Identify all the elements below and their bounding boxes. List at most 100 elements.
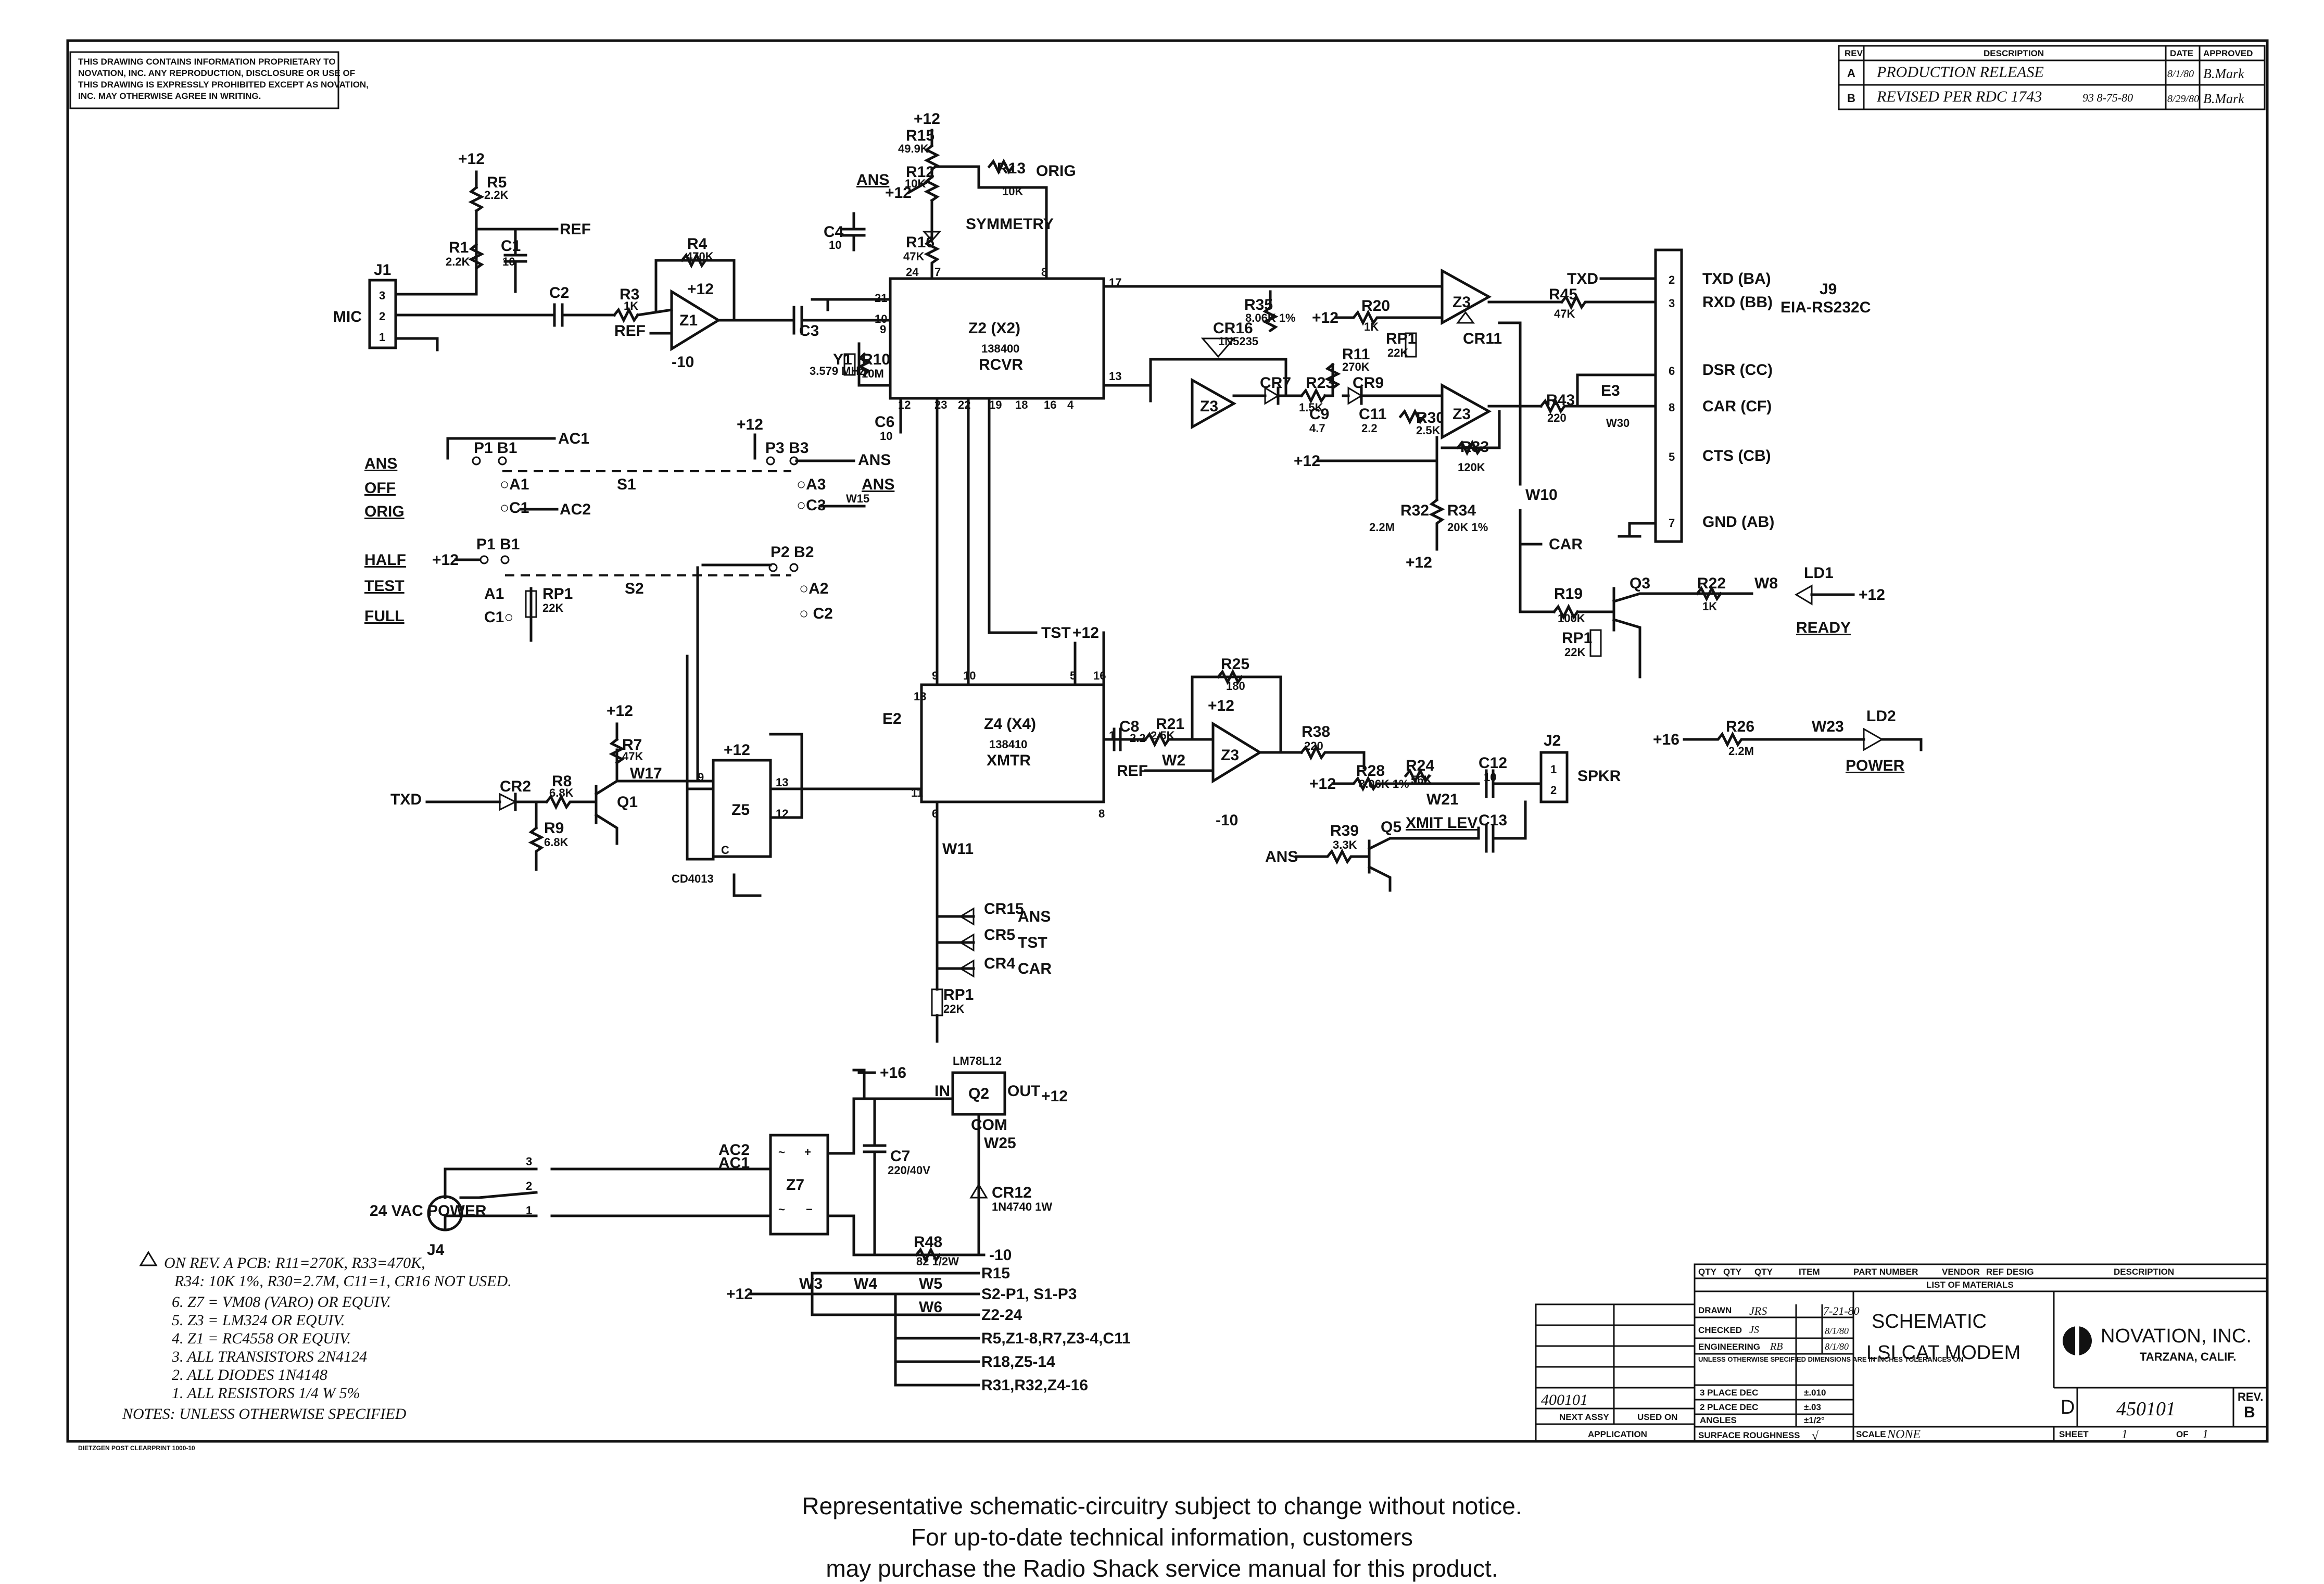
svg-text:LM78L12: LM78L12 <box>953 1054 1002 1067</box>
svg-text:○ C2: ○ C2 <box>799 605 833 622</box>
svg-text:NOVATION, INC. ANY REPRODUCTIO: NOVATION, INC. ANY REPRODUCTION, DISCLOS… <box>78 68 355 78</box>
svg-text:VENDOR: VENDOR <box>1942 1267 1980 1277</box>
svg-text:○A3: ○A3 <box>797 476 826 493</box>
svg-text:+12: +12 <box>1208 697 1234 714</box>
mic-input-section: J1 MIC 3 2 1 +12 R52.2K REF R12.2K C110 … <box>333 150 892 371</box>
svg-text:3: 3 <box>526 1155 532 1168</box>
svg-text:CR4: CR4 <box>984 955 1015 972</box>
svg-text:2: 2 <box>526 1179 532 1192</box>
svg-text:THIS DRAWING IS EXPRESSLY PROH: THIS DRAWING IS EXPRESSLY PROHIBITED EXC… <box>78 80 369 90</box>
svg-text:LD2: LD2 <box>1866 708 1896 725</box>
svg-text:ENGINEERING: ENGINEERING <box>1698 1342 1760 1352</box>
svg-text:C13: C13 <box>1479 812 1507 829</box>
svg-text:CR7: CR7 <box>1260 374 1291 392</box>
svg-text:270K: 270K <box>1342 360 1370 373</box>
svg-text:~: ~ <box>778 1146 785 1159</box>
svg-text:8/1/80: 8/1/80 <box>2167 68 2194 80</box>
svg-text:22K: 22K <box>1564 646 1585 659</box>
svg-text:E2: E2 <box>882 710 902 727</box>
svg-text:Z3: Z3 <box>1200 398 1218 415</box>
svg-text:SHEET: SHEET <box>2059 1429 2089 1439</box>
svg-text:+12: +12 <box>724 741 750 759</box>
svg-text:DRAWN: DRAWN <box>1698 1305 1732 1315</box>
svg-text:18: 18 <box>1015 398 1028 411</box>
svg-text:2 PLACE DEC: 2 PLACE DEC <box>1700 1402 1758 1412</box>
title-block: QTY QTY QTY ITEM PART NUMBER VENDOR REF … <box>1535 1263 2268 1443</box>
mode-switches: ANS OFF ORIG AC1 P1 B1 ○A1○C1 AC2 S1 +12… <box>364 416 894 642</box>
svg-text:R28: R28 <box>1356 762 1385 780</box>
z4-transmitter-chip <box>920 683 1105 803</box>
svg-text:220/40V: 220/40V <box>888 1164 930 1177</box>
svg-text:R45: R45 <box>1549 286 1577 303</box>
svg-text:R19: R19 <box>1554 585 1583 602</box>
svg-text:2.2K: 2.2K <box>484 188 509 202</box>
svg-text:R16: R16 <box>906 234 934 251</box>
svg-text:INC. MAY OTHERWISE AGREE IN WR: INC. MAY OTHERWISE AGREE IN WRITING. <box>78 91 261 101</box>
svg-text:R35: R35 <box>1244 296 1273 313</box>
svg-text:2.2M: 2.2M <box>1728 745 1754 758</box>
svg-text:R13: R13 <box>997 160 1026 177</box>
svg-text:RXD (BB): RXD (BB) <box>1702 294 1773 311</box>
z2-receiver-chip <box>889 277 1105 400</box>
svg-text:XMTR: XMTR <box>987 752 1031 769</box>
svg-text:ANS: ANS <box>364 455 397 472</box>
svg-text:W3: W3 <box>799 1275 823 1292</box>
svg-text:CAR: CAR <box>1549 536 1583 553</box>
svg-text:RCVR: RCVR <box>979 356 1023 373</box>
svg-text:-10: -10 <box>989 1247 1012 1264</box>
svg-text:ANS: ANS <box>1265 848 1298 865</box>
svg-text:R20: R20 <box>1361 297 1390 315</box>
svg-text:13: 13 <box>1109 370 1121 383</box>
svg-text:R15: R15 <box>981 1265 1010 1282</box>
svg-text:QTY: QTY <box>1723 1267 1742 1277</box>
svg-text:DATE: DATE <box>2170 48 2193 58</box>
svg-text:JRS: JRS <box>1749 1304 1767 1317</box>
svg-text:√: √ <box>1812 1429 1819 1443</box>
svg-text:R8: R8 <box>552 773 572 790</box>
svg-text:3.3K: 3.3K <box>1333 838 1357 851</box>
svg-text:220: 220 <box>1304 739 1323 752</box>
svg-text:+12: +12 <box>1309 775 1336 793</box>
svg-text:OFF: OFF <box>364 480 396 497</box>
svg-text:Q5: Q5 <box>1381 819 1401 836</box>
svg-text:22K: 22K <box>943 1002 964 1015</box>
svg-text:RP1: RP1 <box>1562 630 1592 647</box>
svg-text:COM: COM <box>971 1116 1007 1134</box>
svg-text:2.5K: 2.5K <box>1151 729 1175 742</box>
svg-text:SURFACE ROUGHNESS: SURFACE ROUGHNESS <box>1698 1430 1800 1440</box>
svg-text:ITEM: ITEM <box>1799 1267 1820 1277</box>
svg-text:READY: READY <box>1796 619 1851 636</box>
svg-text:AC2: AC2 <box>718 1141 750 1159</box>
svg-text:R39: R39 <box>1330 822 1359 839</box>
svg-text:22K: 22K <box>542 601 563 614</box>
svg-text:ORIG: ORIG <box>364 503 405 520</box>
svg-text:○A2: ○A2 <box>799 580 828 597</box>
svg-text:-10: -10 <box>1216 812 1238 829</box>
svg-text:-10: -10 <box>672 354 694 371</box>
svg-text:RB: RB <box>1770 1341 1783 1352</box>
svg-text:R1: R1 <box>449 239 469 256</box>
svg-text:A: A <box>1847 67 1855 80</box>
svg-text:C3: C3 <box>799 322 819 340</box>
svg-text:+12: +12 <box>914 110 940 128</box>
svg-text:CR11: CR11 <box>1463 330 1502 347</box>
svg-text:TEST: TEST <box>364 577 405 595</box>
svg-text:Z2-24: Z2-24 <box>981 1306 1022 1324</box>
svg-text:W2: W2 <box>1162 752 1185 769</box>
q2-regulator <box>951 1071 1006 1116</box>
svg-text:R31,R32,Z4-16: R31,R32,Z4-16 <box>981 1377 1088 1394</box>
svg-text:10: 10 <box>875 312 887 325</box>
svg-text:+: + <box>804 1146 811 1159</box>
svg-text:6.8K: 6.8K <box>544 836 569 849</box>
ld1-led-icon <box>1795 584 1813 606</box>
svg-text:Y1: Y1 <box>833 351 852 368</box>
svg-text:C1: C1 <box>501 237 521 255</box>
svg-text:3: 3 <box>379 289 385 302</box>
svg-text:R15: R15 <box>906 127 934 144</box>
svg-text:S1: S1 <box>617 476 636 493</box>
svg-text:AC1: AC1 <box>558 430 589 447</box>
svg-text:R38: R38 <box>1302 723 1330 740</box>
